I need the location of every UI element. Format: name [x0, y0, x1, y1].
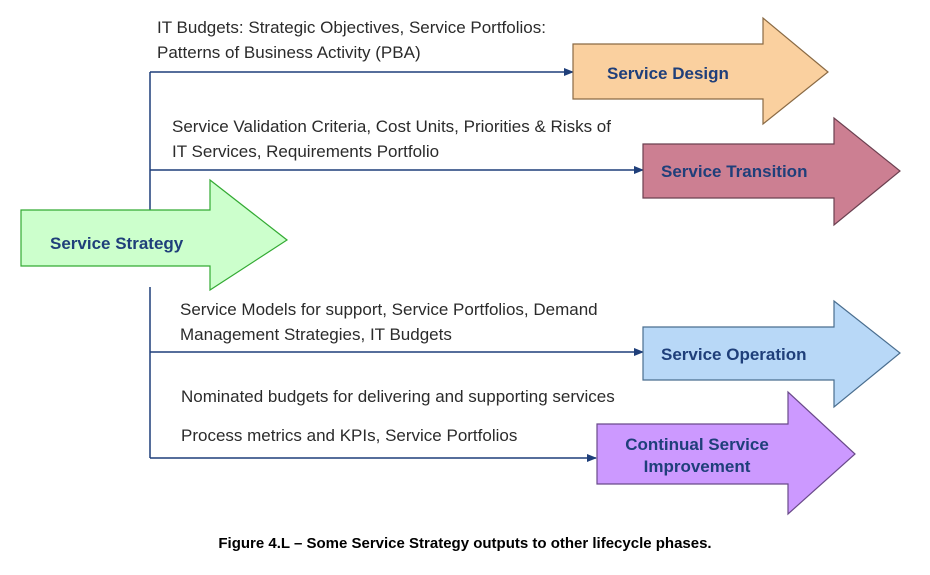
operation-output-line1: Service Models for support, Service Port… — [180, 300, 598, 319]
service-design-arrow: Service Design — [572, 16, 829, 126]
service-strategy-arrow: Service Strategy — [20, 178, 289, 292]
service-transition-arrow: Service Transition — [642, 116, 901, 227]
service-transition-label: Service Transition — [661, 162, 807, 181]
service-design-label: Service Design — [607, 64, 729, 83]
transition-output-line2: IT Services, Requirements Portfolio — [172, 142, 439, 161]
improvement-output-line1: Nominated budgets for delivering and sup… — [181, 387, 615, 406]
continual-service-improvement-label-line1: Continual Service — [625, 435, 769, 454]
service-transition-arrow-shape — [642, 116, 901, 227]
service-operation-arrow: Service Operation — [642, 299, 901, 409]
connectors — [149, 68, 644, 462]
service-strategy-label: Service Strategy — [50, 234, 184, 253]
design-output-line2: Patterns of Business Activity (PBA) — [157, 43, 421, 62]
service-strategy-arrow-shape — [20, 178, 289, 292]
continual-service-improvement-label-line2: Improvement — [644, 457, 751, 476]
figure-caption: Figure 4.L – Some Service Strategy outpu… — [218, 535, 712, 552]
continual-service-improvement-arrow-shape — [596, 390, 856, 516]
service-design-arrow-shape — [572, 16, 829, 126]
transition-output-line1: Service Validation Criteria, Cost Units,… — [172, 117, 611, 136]
service-operation-label: Service Operation — [661, 345, 807, 364]
service-operation-arrow-shape — [642, 299, 901, 409]
improvement-output-line2: Process metrics and KPIs, Service Portfo… — [181, 426, 517, 445]
operation-output-line2: Management Strategies, IT Budgets — [180, 325, 452, 344]
design-output-line1: IT Budgets: Strategic Objectives, Servic… — [157, 18, 546, 37]
continual-service-improvement-arrow: Continual Service Improvement — [596, 390, 856, 516]
lifecycle-diagram: IT Budgets: Strategic Objectives, Servic… — [20, 16, 901, 516]
